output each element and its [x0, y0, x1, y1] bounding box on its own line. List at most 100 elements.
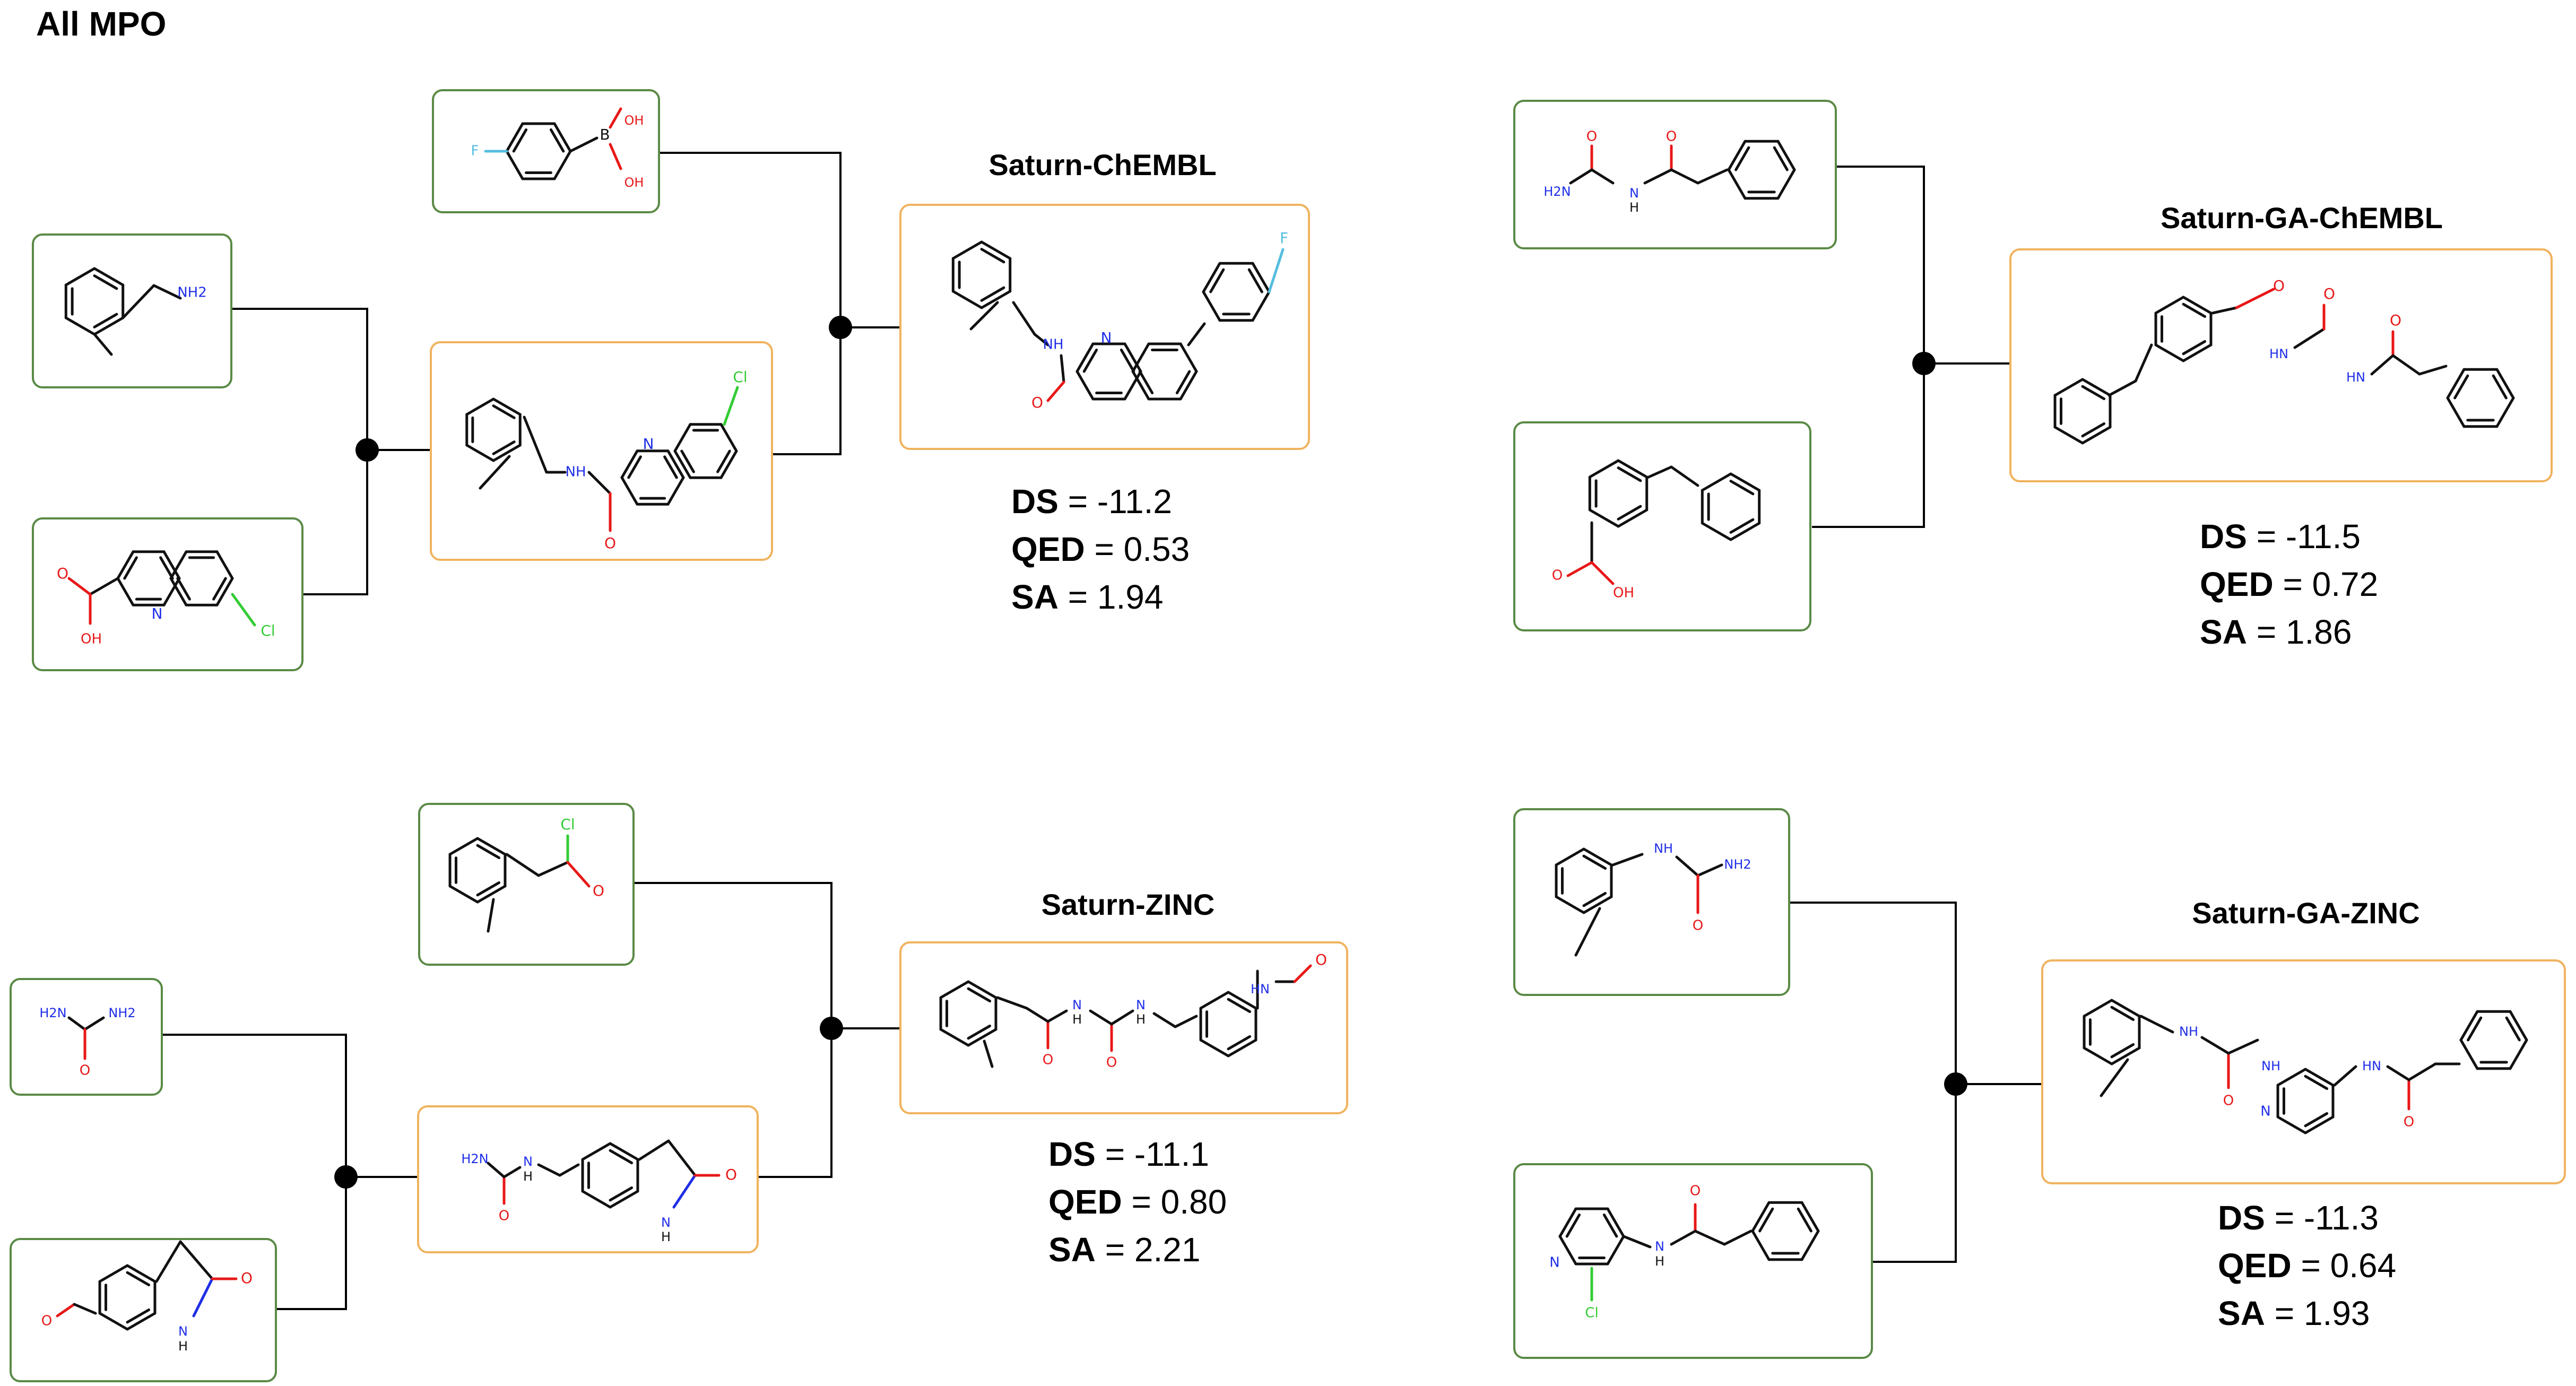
metric-qed: QED = 0.53	[1011, 530, 1190, 568]
bond	[609, 143, 622, 170]
bond	[1566, 561, 1593, 577]
atom-label: O	[41, 1313, 52, 1329]
ring-double-bond	[663, 455, 678, 479]
atom-label: H	[1136, 1012, 1146, 1027]
ring-double-bond	[2182, 302, 2207, 318]
ring-double-bond	[2467, 1016, 2483, 1042]
ring-bond	[2446, 396, 2466, 428]
atom-label: H	[1629, 200, 1639, 215]
bond	[1046, 1009, 1068, 1023]
metric-sa: SA = 1.93	[2218, 1294, 2370, 1332]
ring-bond	[666, 449, 685, 479]
bond	[2200, 1036, 2230, 1055]
ring-bond	[951, 290, 983, 309]
ring-double-bond	[1602, 1213, 1618, 1238]
ring-double-bond	[2110, 1006, 2135, 1021]
ring-bond	[126, 1312, 157, 1331]
ring-double-bond	[126, 1271, 151, 1287]
ring-bond	[1727, 168, 1747, 200]
molecule-box-reactant	[1513, 808, 1790, 996]
reaction-node	[334, 1165, 358, 1189]
ring-double-bond	[1175, 370, 1191, 395]
atom-label: N	[1549, 1255, 1559, 1271]
atom-label: O	[1552, 568, 1563, 584]
ring-bond	[2053, 378, 2084, 397]
ring-bond	[2182, 343, 2213, 362]
ring-bond	[1199, 1038, 1230, 1058]
atom-label: OH	[625, 175, 644, 190]
ring-bond	[2459, 1010, 2479, 1042]
ring-double-bond	[1565, 1213, 1581, 1238]
method-title-saturn-chembl: Saturn-ChEMBL	[988, 148, 1217, 181]
ring-double-bond	[2081, 385, 2106, 401]
ring-double-bond	[1729, 518, 1755, 534]
bond	[2100, 1058, 2129, 1097]
ring-double-bond	[492, 404, 516, 419]
molecule-box-reactant	[418, 803, 635, 966]
molecule-box-product	[2041, 959, 2566, 1184]
bond	[1590, 561, 1615, 585]
bond	[1646, 465, 1673, 479]
connector-line	[1812, 166, 1925, 528]
ring-bond	[448, 885, 479, 904]
atom-label: Cl	[261, 622, 275, 639]
metric-qed: QED = 0.80	[1048, 1183, 1227, 1221]
bond	[983, 1040, 994, 1068]
ring-double-bond	[476, 844, 501, 860]
bond	[1590, 168, 1615, 185]
atom-label: O	[2404, 1114, 2414, 1130]
bond	[1152, 1012, 1177, 1028]
ring-bond	[581, 1142, 612, 1161]
ring-double-bond	[159, 556, 174, 580]
ring-double-bond	[2081, 422, 2106, 438]
ring-bond	[98, 1264, 129, 1283]
ring-bond	[2154, 296, 2185, 315]
ring-bond	[673, 449, 692, 479]
atom-label: N	[523, 1154, 533, 1169]
ring-double-bond	[1209, 268, 1225, 293]
ring-bond	[1131, 370, 1150, 401]
atom-label: HN	[2346, 370, 2365, 385]
bond	[83, 1016, 105, 1031]
bond	[566, 861, 591, 888]
bond	[723, 386, 739, 426]
atom-label: H2N	[1543, 184, 1571, 199]
molecule-box-reactant	[1513, 1163, 1873, 1359]
bond	[2139, 1015, 2174, 1034]
atom-label: O	[1031, 394, 1043, 411]
atom-label: N	[152, 605, 163, 622]
ring-double-bond	[176, 577, 191, 601]
ring-bond	[967, 980, 998, 999]
bond	[672, 1174, 697, 1209]
molecule-r1: NH2	[64, 267, 207, 356]
method-title-saturn-zinc: Saturn-ZINC	[1041, 888, 1215, 921]
atom-label: N	[1101, 329, 1112, 346]
atom-label: O	[1666, 129, 1677, 145]
bond	[1643, 168, 1673, 185]
bond	[155, 1240, 182, 1283]
ring-bond	[2083, 999, 2113, 1018]
bond	[2235, 288, 2275, 309]
ring-double-bond	[93, 274, 118, 290]
ring-bond	[1123, 342, 1142, 373]
ring-bond	[2509, 1010, 2528, 1042]
metric-ds: DS = -11.1	[1048, 1135, 1209, 1173]
ring-bond	[1751, 1229, 1771, 1261]
ring-double-bond	[680, 449, 695, 473]
bond	[487, 898, 495, 933]
bond	[1110, 1009, 1134, 1026]
ring-double-bond	[627, 455, 642, 479]
bond	[73, 1303, 97, 1315]
atom-label: O	[1690, 1183, 1701, 1199]
ring-double-bond	[1582, 891, 1607, 907]
bond	[1675, 855, 1699, 877]
reaction-node	[1912, 352, 1936, 375]
ring-double-bond	[123, 556, 138, 580]
ring-double-bond	[1617, 466, 1642, 482]
atom-label: HN	[1251, 982, 1270, 997]
